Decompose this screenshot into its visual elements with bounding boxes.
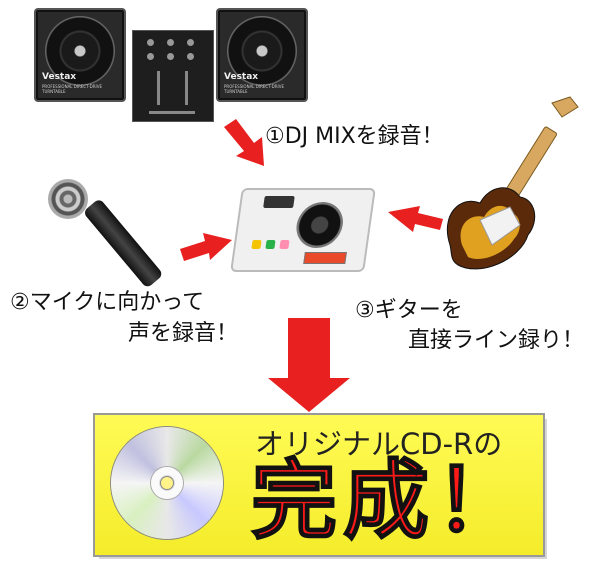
right-turntable-platter: [227, 16, 297, 86]
result-line1: オリジナルCD-Rの: [255, 427, 503, 461]
result-banner: オリジナルCD-Rの 完成！: [93, 413, 545, 557]
result-line2: 完成！: [250, 451, 527, 551]
right-turntable: Vestax PROFESSIONAL DIRECT-DRIVE TURNTAB…: [216, 8, 308, 102]
cd-disc-center: [161, 477, 173, 489]
right-turntable-brand: Vestax: [224, 72, 259, 82]
arrow-from-microphone: [180, 233, 232, 261]
microphone-head: [48, 179, 88, 219]
dj-setup: Vestax PROFESSIONAL DIRECT-DRIVE TURNTAB…: [34, 8, 309, 122]
left-turntable-platter: [45, 16, 115, 86]
step3-caption-line1: ③ギターを: [355, 298, 463, 323]
left-turntable-subtitle: PROFESSIONAL DIRECT-DRIVE TURNTABLE: [42, 84, 102, 94]
step2-caption-line1: ②マイクに向かって: [10, 290, 205, 315]
arrow-from-guitar: [388, 206, 443, 232]
left-turntable-brand: Vestax: [42, 72, 77, 82]
dj-mixer: [132, 30, 214, 122]
step3-caption-line2: 直接ライン録り！: [408, 328, 585, 353]
cd-disc-icon: [111, 427, 223, 539]
left-turntable: Vestax PROFESSIONAL DIRECT-DRIVE TURNTAB…: [34, 8, 126, 102]
step1-caption: ①DJ MIXを録音！: [265, 124, 444, 149]
arrow-to-cd: [268, 318, 350, 412]
right-turntable-subtitle: PROFESSIONAL DIRECT-DRIVE TURNTABLE: [224, 84, 284, 94]
arrow-from-turntables: [224, 119, 264, 166]
step2-caption-line2: 声を録音！: [128, 321, 239, 346]
microphone: [40, 175, 170, 289]
electric-guitar: [446, 96, 579, 270]
